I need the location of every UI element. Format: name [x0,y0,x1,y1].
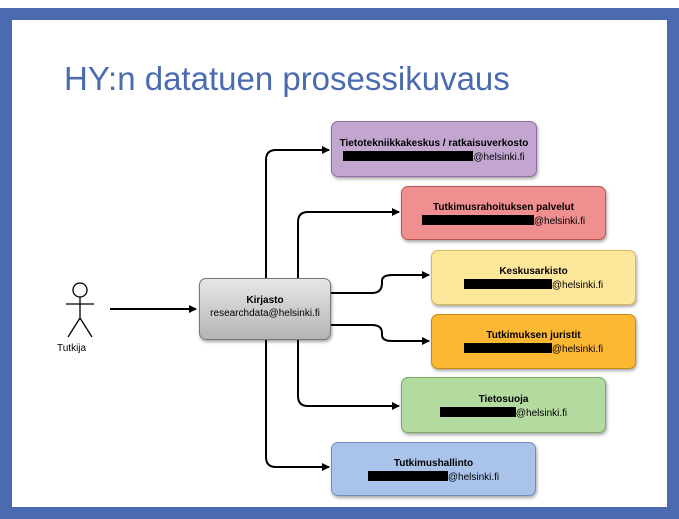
arrow-hub-target-1 [265,146,330,278]
redacted-email [463,343,552,353]
target-email-suffix: @helsinki.fi [447,472,500,483]
hub-title: Kirjasto [246,295,284,306]
target-email-suffix: @helsinki.fi [533,216,586,227]
arrow-hub-target-3 [331,271,430,294]
top-strip [0,0,679,8]
hub-email: researchdata@helsinki.fi [210,308,320,319]
target-box-3: Keskusarkisto @helsinki.fi [431,250,636,305]
arrow-hub-target-2 [297,208,400,278]
redacted-email [421,215,534,225]
redacted-email [463,279,552,289]
target-box-5: Tietosuoja @helsinki.fi [401,377,606,433]
redacted-email [343,151,474,161]
target-title: Tietotekniikkakeskus / ratkaisuverkosto [339,138,529,149]
target-title: Tietosuoja [478,394,529,405]
target-box-6: Tutkimushallinto @helsinki.fi [331,442,536,496]
user-icon [66,282,94,338]
target-title: Tutkimuksen juristit [486,330,581,341]
redacted-email [439,407,516,417]
slide-title: HY:n datatuen prosessikuvaus [64,60,510,97]
target-title: Tutkimusrahoituksen palvelut [433,202,574,213]
target-email-suffix: @helsinki.fi [551,280,604,291]
target-box-1: Tietotekniikkakeskus / ratkaisuverkosto … [331,121,537,177]
target-email-suffix: @helsinki.fi [551,344,604,355]
arrow-hub-target-6 [265,340,330,471]
arrow-hub-target-5 [297,340,400,410]
hub-box: Kirjasto researchdata@helsinki.fi [199,278,331,340]
target-title: Tutkimushallinto [393,458,474,469]
target-box-4: Tutkimuksen juristit @helsinki.fi [431,314,636,369]
target-box-2: Tutkimusrahoituksen palvelut @helsinki.f… [401,186,606,240]
target-email-suffix: @helsinki.fi [473,152,525,163]
redacted-email [367,471,448,481]
target-title: Keskusarkisto [499,266,568,277]
target-email-suffix: @helsinki.fi [515,408,568,419]
arrow-hub-target-4 [331,324,430,345]
actor-label: Tutkija [57,343,87,354]
